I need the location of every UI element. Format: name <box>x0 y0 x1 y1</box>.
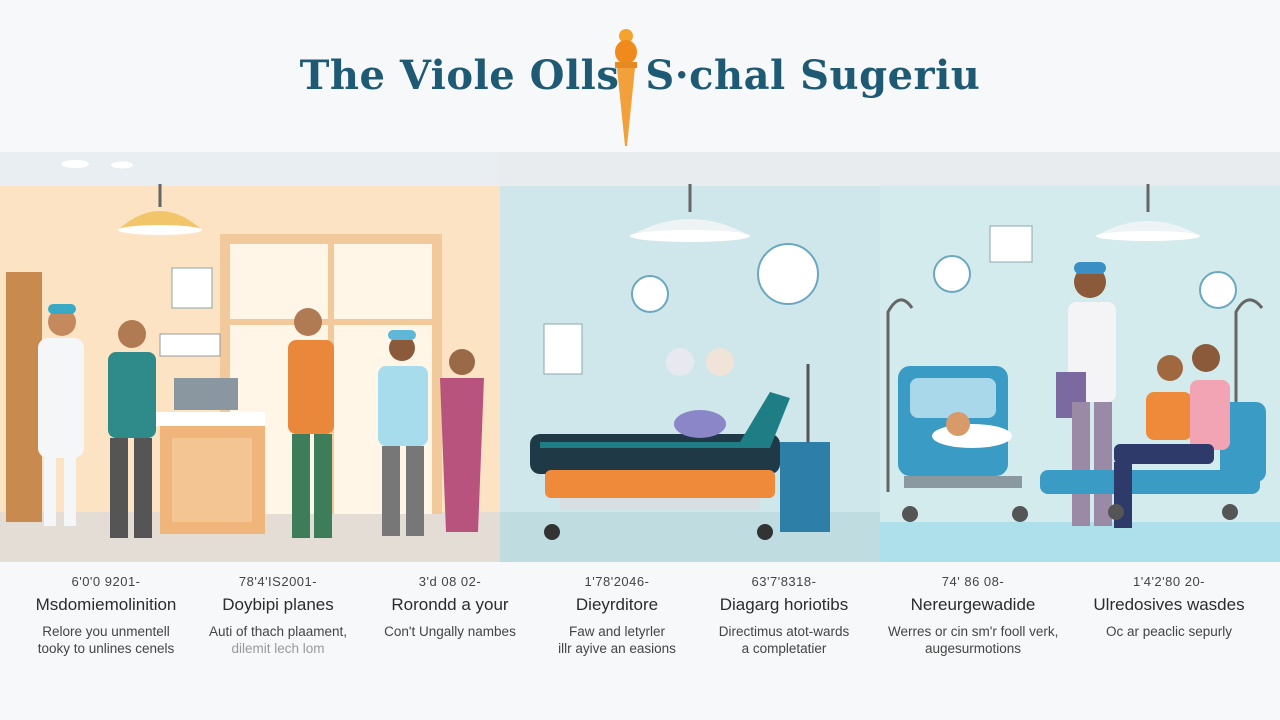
caption-code: 63'7'8318- <box>751 574 817 589</box>
caption-line: augesurmotions <box>924 641 1022 656</box>
caption-code: 1'4'2'80 20- <box>1133 574 1205 589</box>
caption-line: Werres or cin sm'r fooll verk, <box>888 624 1059 639</box>
caption-heading: Nereurgewadide <box>910 595 1036 614</box>
caption-row: 6'0'0 9201- Msdomiemolinition Relore you… <box>0 574 1280 694</box>
caption-heading: Rorondd a your <box>391 595 509 614</box>
caption-heading: Diagarg horiotibs <box>719 595 849 614</box>
panel-recovery <box>880 184 1280 562</box>
caption-line: Relore you unmentell <box>42 624 170 639</box>
caption-line: dilemit lech lom <box>231 641 325 656</box>
page-title: The Viole Olls S·chal Sugeriu <box>0 52 1280 99</box>
caption-2: 78'4'IS2001- Doybipi planes Auti of thac… <box>193 574 363 657</box>
caption-heading: Doybipi planes <box>222 595 334 614</box>
caption-1: 6'0'0 9201- Msdomiemolinition Relore you… <box>21 574 191 657</box>
caption-heading: Ulredosives wasdes <box>1093 595 1245 614</box>
caption-line: illr ayive an easions <box>558 641 676 656</box>
caption-line: Auti of thach plaament, <box>208 624 348 639</box>
caption-code: 1'78'2046- <box>584 574 650 589</box>
caption-6: 74' 86 08- Nereurgewadide Werres or cin … <box>888 574 1058 657</box>
title-left: The Viole Olls <box>299 52 620 99</box>
caption-line: Con't Ungally nambes <box>384 624 516 639</box>
caption-code: 74' 86 08- <box>941 574 1005 589</box>
caption-heading: Msdomiemolinition <box>35 595 177 614</box>
caption-code: 78'4'IS2001- <box>238 574 318 589</box>
caption-code: 3'd 08 02- <box>418 574 482 589</box>
caption-line: tooky to unlines cenels <box>37 641 175 656</box>
torch-icon <box>615 29 637 146</box>
title-right: S·chal Sugeriu <box>645 52 981 99</box>
panel-surgery <box>500 184 880 562</box>
panel-reception <box>0 152 500 562</box>
caption-line: Directimus atot-wards <box>718 624 850 639</box>
caption-heading: Dieyrditore <box>575 595 659 614</box>
caption-line: Faw and letyrler <box>568 624 666 639</box>
hospital-scene-illustration <box>0 152 1280 562</box>
caption-code: 6'0'0 9201- <box>71 574 141 589</box>
caption-5: 63'7'8318- Diagarg horiotibs Directimus … <box>699 574 869 657</box>
caption-line: Oc ar peaclic sepurly <box>1105 624 1233 639</box>
caption-line: a completatier <box>741 641 827 656</box>
caption-4: 1'78'2046- Dieyrditore Faw and letyrler … <box>532 574 702 657</box>
caption-3: 3'd 08 02- Rorondd a your Con't Ungally … <box>365 574 535 640</box>
caption-7: 1'4'2'80 20- Ulredosives wasdes Oc ar pe… <box>1084 574 1254 640</box>
